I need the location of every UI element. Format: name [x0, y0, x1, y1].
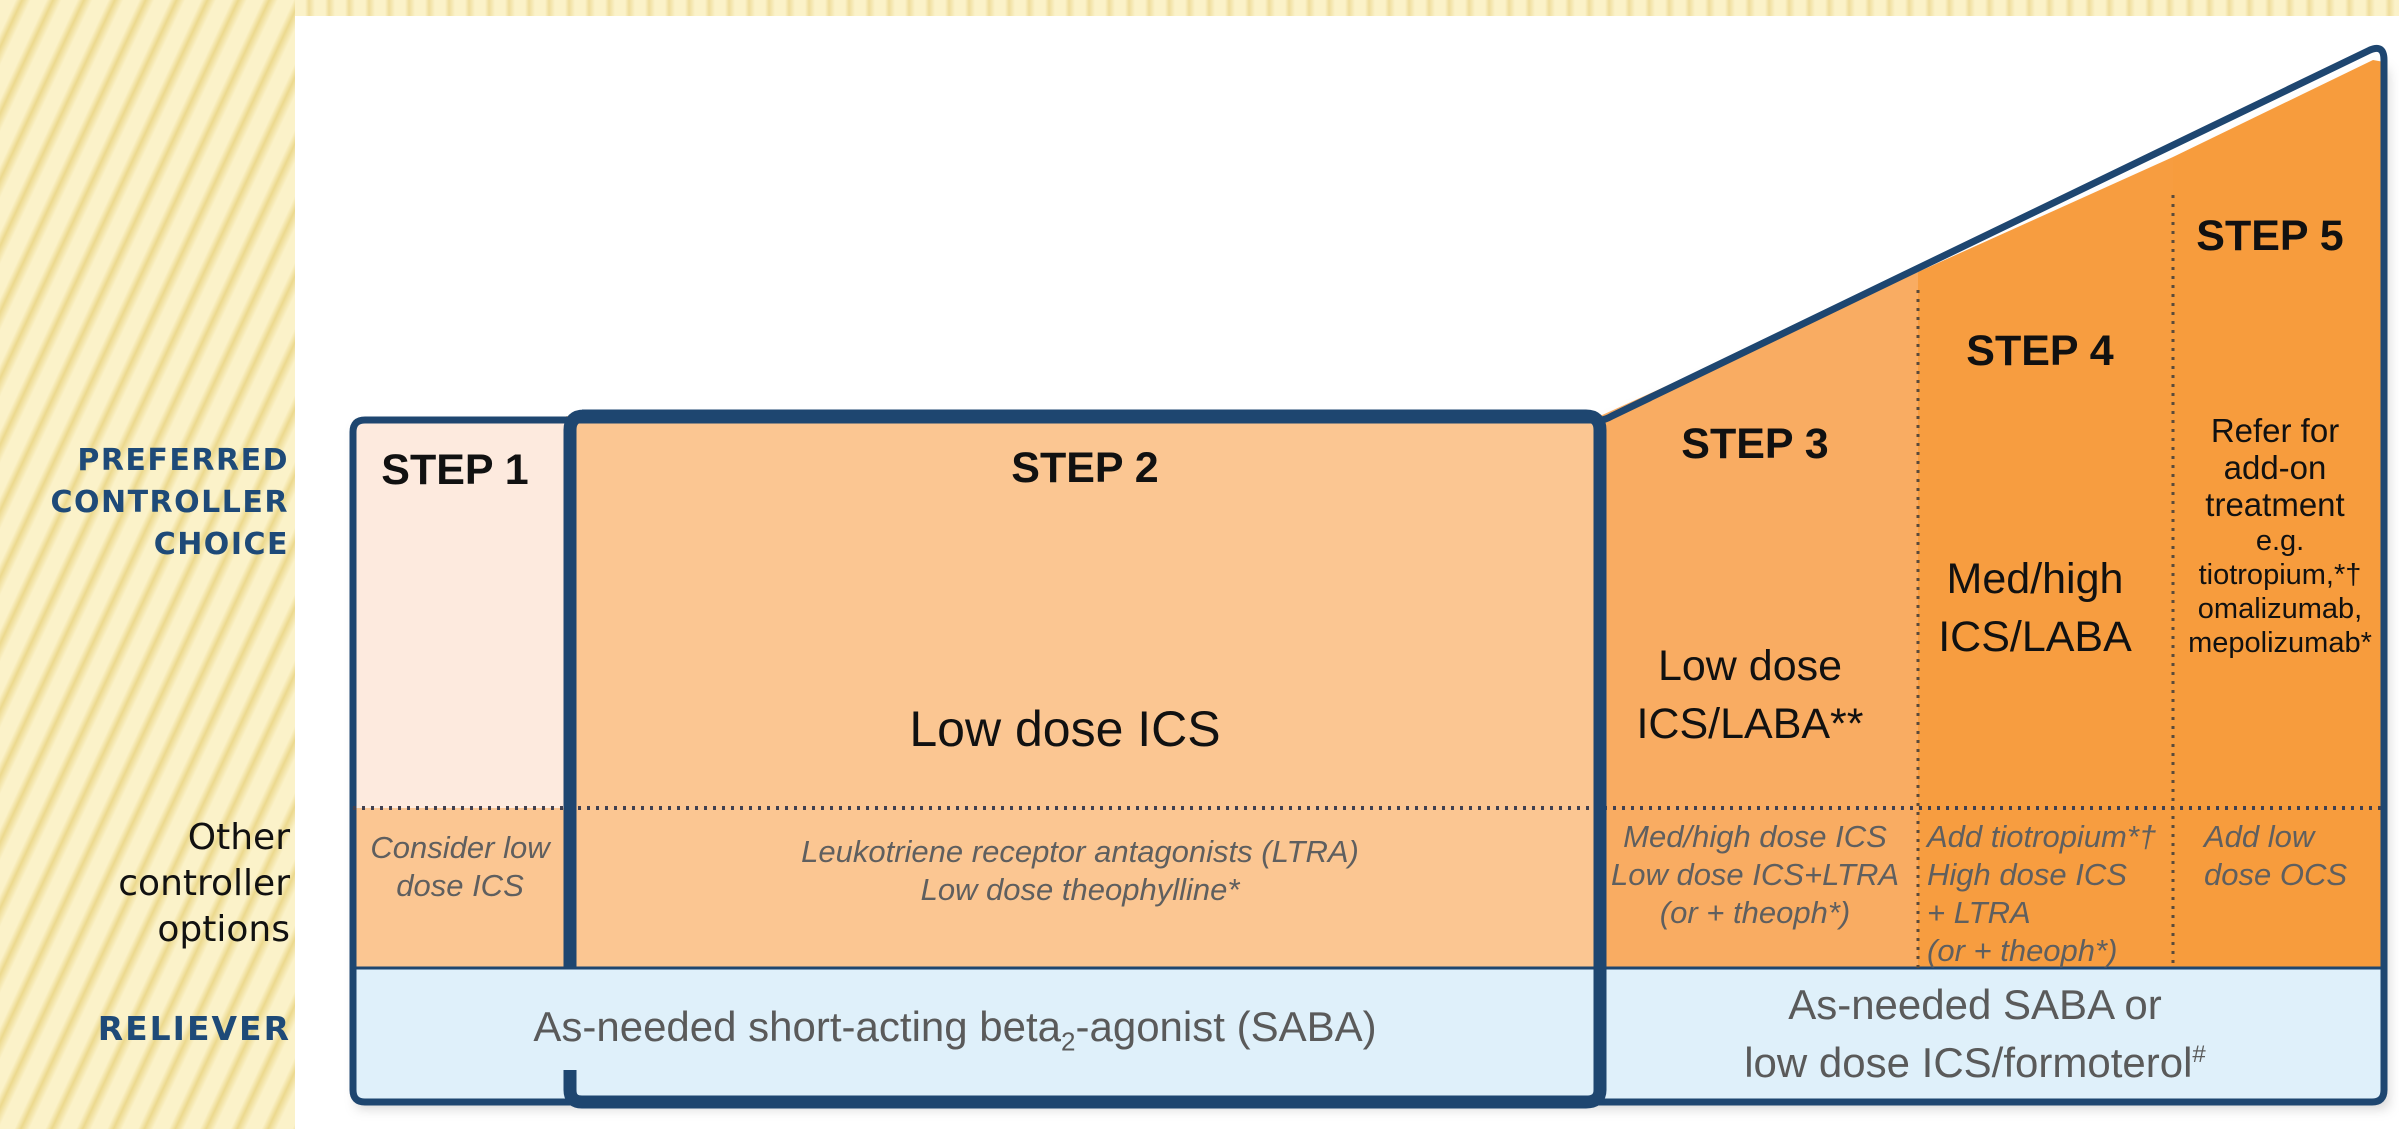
step2-other: Leukotriene receptor antagonists (LTRA) … [801, 834, 1359, 907]
reliever-band [353, 968, 2384, 1100]
reliever-left-subscript: 2 [1061, 1026, 1076, 1057]
reliever-left-text-end: -agonist (SABA) [1075, 1003, 1377, 1050]
step4-title: STEP 4 [1966, 327, 2114, 375]
step1-title: STEP 1 [381, 446, 529, 494]
outer-outline [349, 44, 2388, 1106]
step2-area [566, 416, 1600, 968]
reliever-right-line2-wrap: low dose ICS/formoterol# [1610, 1030, 2340, 1088]
reliever-left-text: As-needed short-acting beta [533, 1003, 1062, 1050]
step2-box [563, 409, 1607, 1109]
step5-other: Add low dose OCS [2204, 819, 2348, 892]
reliever-right-line1: As-needed SABA or [1788, 981, 2162, 1028]
reliever-right-line2: low dose ICS/formoterol [1744, 1039, 2193, 1086]
step5-preferred-detail: e.g. tiotropium,*† omalizumab, mepolizum… [2188, 525, 2372, 659]
decorative-stripes [0, 0, 295, 1129]
step3-preferred: Low dose ICS/LABA** [1636, 642, 1864, 748]
decorative-top-band [295, 0, 2399, 16]
reliever-steps-1-2: As-needed short-acting beta2-agonist (SA… [420, 1002, 1490, 1066]
other-controller-label: Other controller options [118, 817, 290, 950]
step4-area [1918, 157, 2173, 968]
step1-other-area [353, 808, 568, 968]
step2-title: STEP 2 [1011, 444, 1159, 492]
step1-other: Consider low dose ICS [370, 830, 550, 903]
reliever-label: RELIEVER [97, 1009, 291, 1048]
step5-title: STEP 5 [2196, 212, 2344, 260]
step3-title: STEP 3 [1681, 420, 1829, 468]
step3-area [1600, 272, 1918, 968]
step1-area [353, 420, 568, 810]
step4-preferred: Med/high ICS/LABA [1938, 555, 2132, 661]
step5-area [2173, 60, 2384, 968]
step5-preferred-main: Refer for add-on treatment [2205, 412, 2345, 523]
step2-preferred: Low dose ICS [909, 701, 1221, 757]
step3-other: Med/high dose ICS Low dose ICS+LTRA (or … [1610, 819, 1900, 930]
preferred-controller-label: PREFERRED CONTROLLER CHOICE [50, 443, 289, 562]
step4-other: Add tiotropium*† High dose ICS + LTRA (o… [1927, 819, 2157, 968]
reliever-right-superscript: # [2192, 1041, 2206, 1068]
